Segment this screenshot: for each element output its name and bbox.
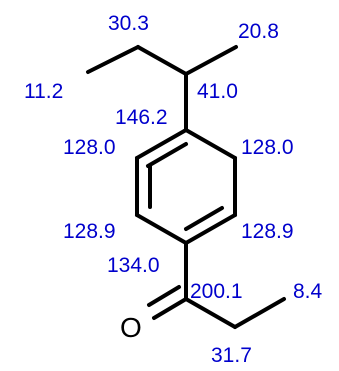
shift-label-c-carbonyl: 200.1 xyxy=(190,280,243,303)
shift-label-ch-ortho-left: 128.0 xyxy=(63,136,116,159)
bond-ch2-ch xyxy=(136,45,188,76)
bond-ring-inner-top-left xyxy=(146,142,188,168)
bond-ch2-ch3 xyxy=(233,297,286,329)
bonds xyxy=(86,45,286,329)
bond-ring-inner-bottom-right xyxy=(184,206,224,231)
shift-label-c-ipso-alkyl: 146.2 xyxy=(115,106,168,129)
bond-carbonyl-ch2 xyxy=(184,297,237,329)
oxygen-atom: O xyxy=(120,312,142,343)
bond-ch-ch3 xyxy=(184,45,238,76)
shift-label-ch3-branch: 20.8 xyxy=(238,20,279,43)
shift-labels: 30.3 20.8 11.2 41.0 146.2 128.0 128.0 12… xyxy=(24,12,323,367)
bond-ring-bottom-right xyxy=(184,213,237,245)
bond-carbonyl-oxygen-2 xyxy=(147,285,181,307)
atom-labels: O xyxy=(120,312,142,343)
shift-label-ch-meta-right: 128.9 xyxy=(241,220,294,243)
bond-ch3-ch2 xyxy=(86,45,140,74)
shift-label-c-ipso-carbonyl: 134.0 xyxy=(107,254,160,277)
bond-carbonyl-oxygen-1 xyxy=(152,297,188,320)
shift-label-ch3-propionyl: 8.4 xyxy=(293,280,323,303)
shift-label-ch2-propionyl: 31.7 xyxy=(211,344,252,367)
shift-label-ch3-ethyl: 11.2 xyxy=(24,80,63,103)
bond-ring-top-right xyxy=(184,128,237,160)
shift-label-ch2-ethyl: 30.3 xyxy=(108,12,149,35)
bond-ring-top-left xyxy=(135,128,188,160)
shift-label-ch-methine: 41.0 xyxy=(197,80,238,103)
shift-label-ch-ortho-right: 128.0 xyxy=(241,136,294,159)
shift-label-ch-meta-left: 128.9 xyxy=(63,220,116,243)
bond-ring-bottom-left xyxy=(135,213,188,245)
